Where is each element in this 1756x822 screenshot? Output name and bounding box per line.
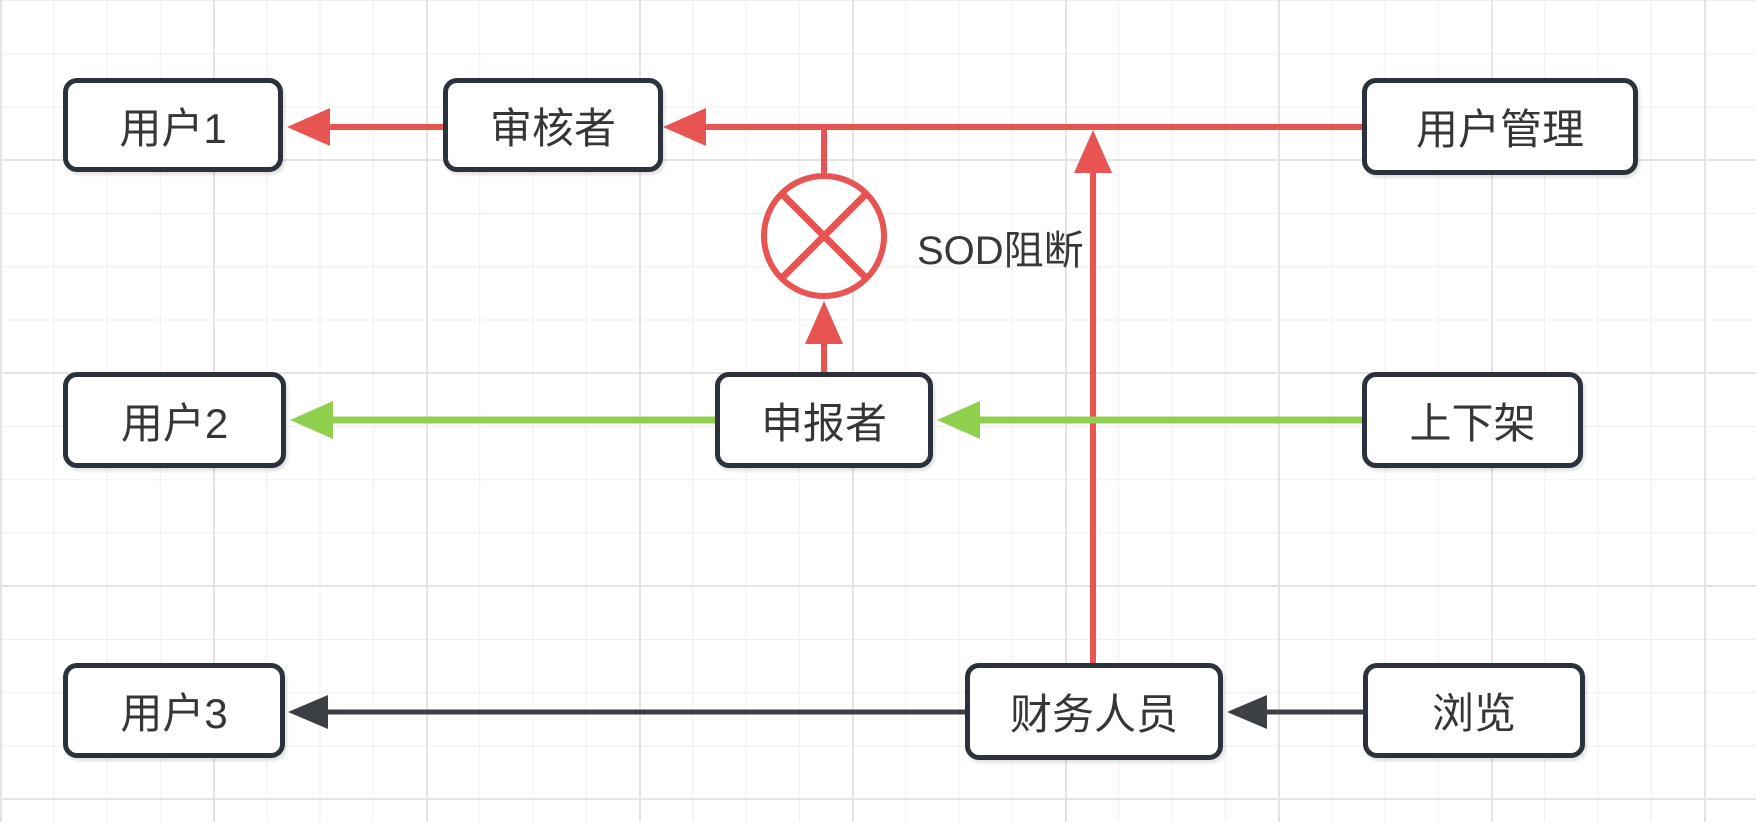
edge-applicant-to-reviewer-blocked[interactable]	[805, 127, 843, 372]
node-reviewer-label: 审核者	[489, 104, 616, 152]
node-browse[interactable]: 浏览	[1363, 663, 1585, 758]
node-reviewer[interactable]: 审核者	[443, 78, 663, 172]
edge-browse-to-finance[interactable]	[1227, 695, 1363, 729]
edge-applicant-to-user2[interactable]	[290, 401, 715, 439]
sod-block-indicator[interactable]	[761, 173, 887, 299]
node-user-management-label: 用户管理	[1415, 106, 1584, 153]
node-shelf-label: 上下架	[1409, 399, 1536, 447]
node-user3[interactable]: 用户3	[63, 663, 285, 758]
edge-finance-to-reviewer-line[interactable]	[1074, 130, 1112, 663]
node-browse-label: 浏览	[1431, 690, 1516, 737]
sod-block-label[interactable]: SOD阻断	[917, 229, 1084, 273]
node-finance[interactable]: 财务人员	[965, 663, 1223, 760]
node-applicant[interactable]: 申报者	[715, 372, 933, 468]
node-shelf[interactable]: 上下架	[1362, 372, 1583, 468]
edge-user-management-to-reviewer[interactable]	[663, 108, 1362, 146]
node-user2-label: 用户2	[120, 399, 229, 447]
node-applicant-label: 申报者	[760, 399, 887, 447]
edge-finance-to-user3[interactable]	[288, 695, 965, 729]
node-user3-label: 用户3	[120, 690, 228, 737]
node-finance-label: 财务人员	[1009, 691, 1178, 738]
node-user-management[interactable]: 用户管理	[1362, 78, 1638, 175]
edge-shelf-to-applicant[interactable]	[937, 401, 1362, 439]
node-user2[interactable]: 用户2	[63, 372, 286, 468]
node-user1-label: 用户1	[119, 104, 227, 152]
edge-reviewer-to-user1[interactable]	[287, 108, 443, 146]
node-user1[interactable]: 用户1	[63, 78, 283, 172]
